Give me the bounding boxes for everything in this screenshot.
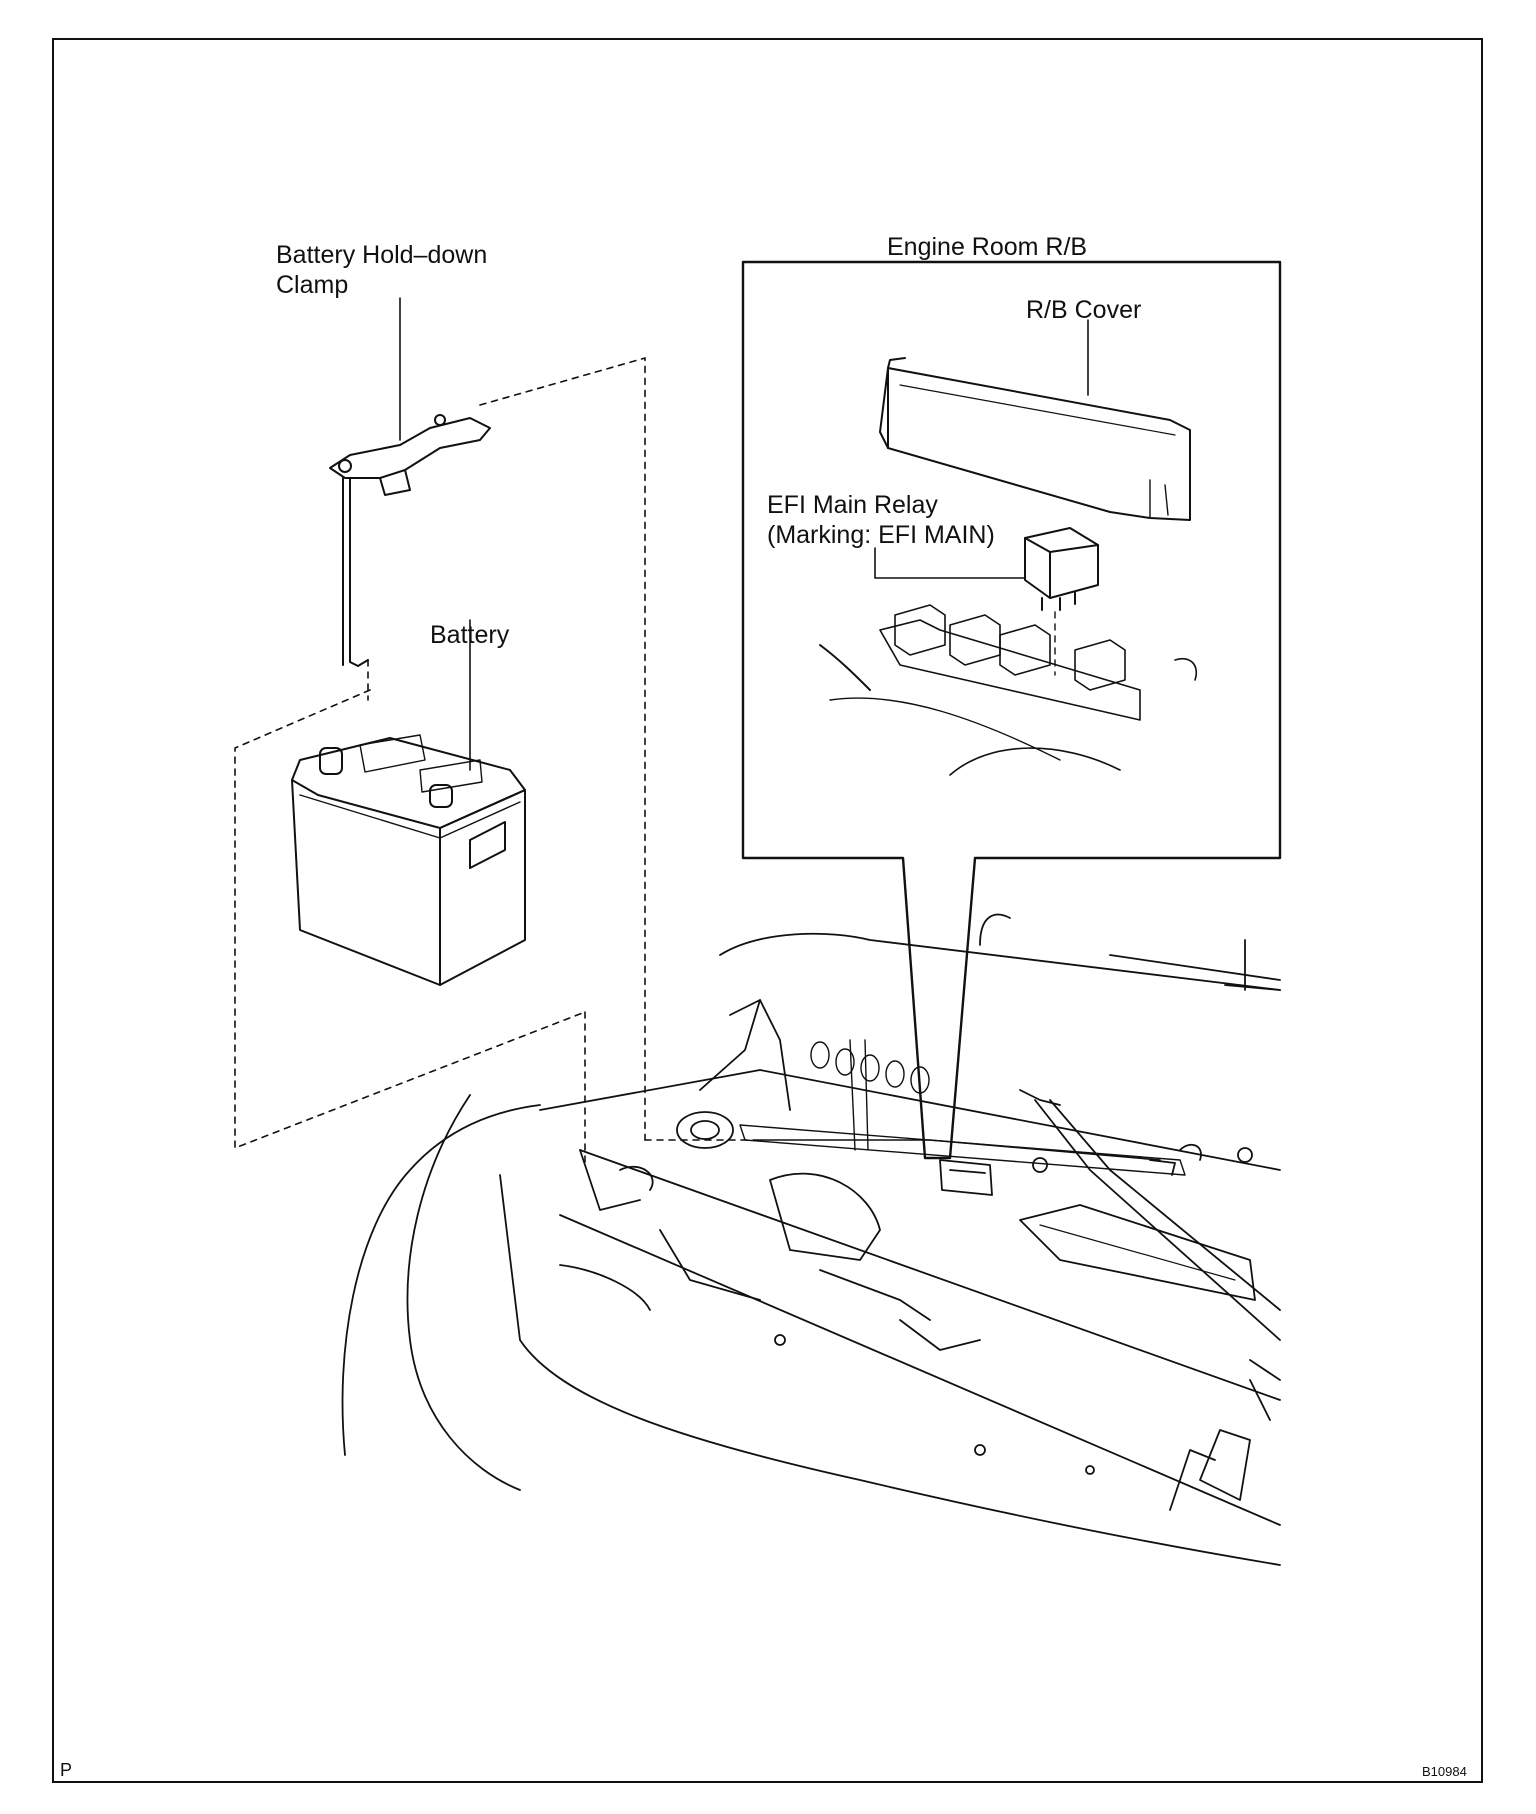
rb-callout-box	[741, 260, 1282, 1160]
efi-main-relay-label: EFI Main Relay (Marking: EFI MAIN)	[767, 490, 995, 550]
battery-hold-down-clamp-label: Battery Hold–down Clamp	[276, 240, 487, 300]
corner-code: P	[60, 1760, 73, 1780]
relay-block-drawing	[819, 604, 1197, 776]
figure-frame	[52, 38, 1483, 1783]
engine-bay-drawing	[341, 913, 1281, 1566]
rb-location-leader	[759, 1139, 1161, 1161]
battery-drawing	[291, 734, 526, 986]
engine-room-rb-label: Engine Room R/B	[887, 233, 1088, 261]
battery-exploded-guide	[234, 357, 761, 1166]
clamp-label-line2: Clamp	[276, 271, 349, 299]
rb-cover-label: R/B Cover	[1026, 296, 1142, 324]
battery-label: Battery	[430, 621, 510, 649]
efi-label-line1: EFI Main Relay	[767, 491, 938, 519]
battery-hold-down-clamp	[329, 414, 491, 667]
efi-leader-line	[874, 547, 1026, 579]
efi-main-relay-drawing	[1024, 527, 1099, 611]
efi-label-line2: (Marking: EFI MAIN)	[767, 521, 995, 549]
clamp-label-line1: Battery Hold–down	[276, 241, 488, 269]
figure-id: B10984	[1422, 1764, 1467, 1779]
rb-cover-drawing	[879, 357, 1191, 521]
